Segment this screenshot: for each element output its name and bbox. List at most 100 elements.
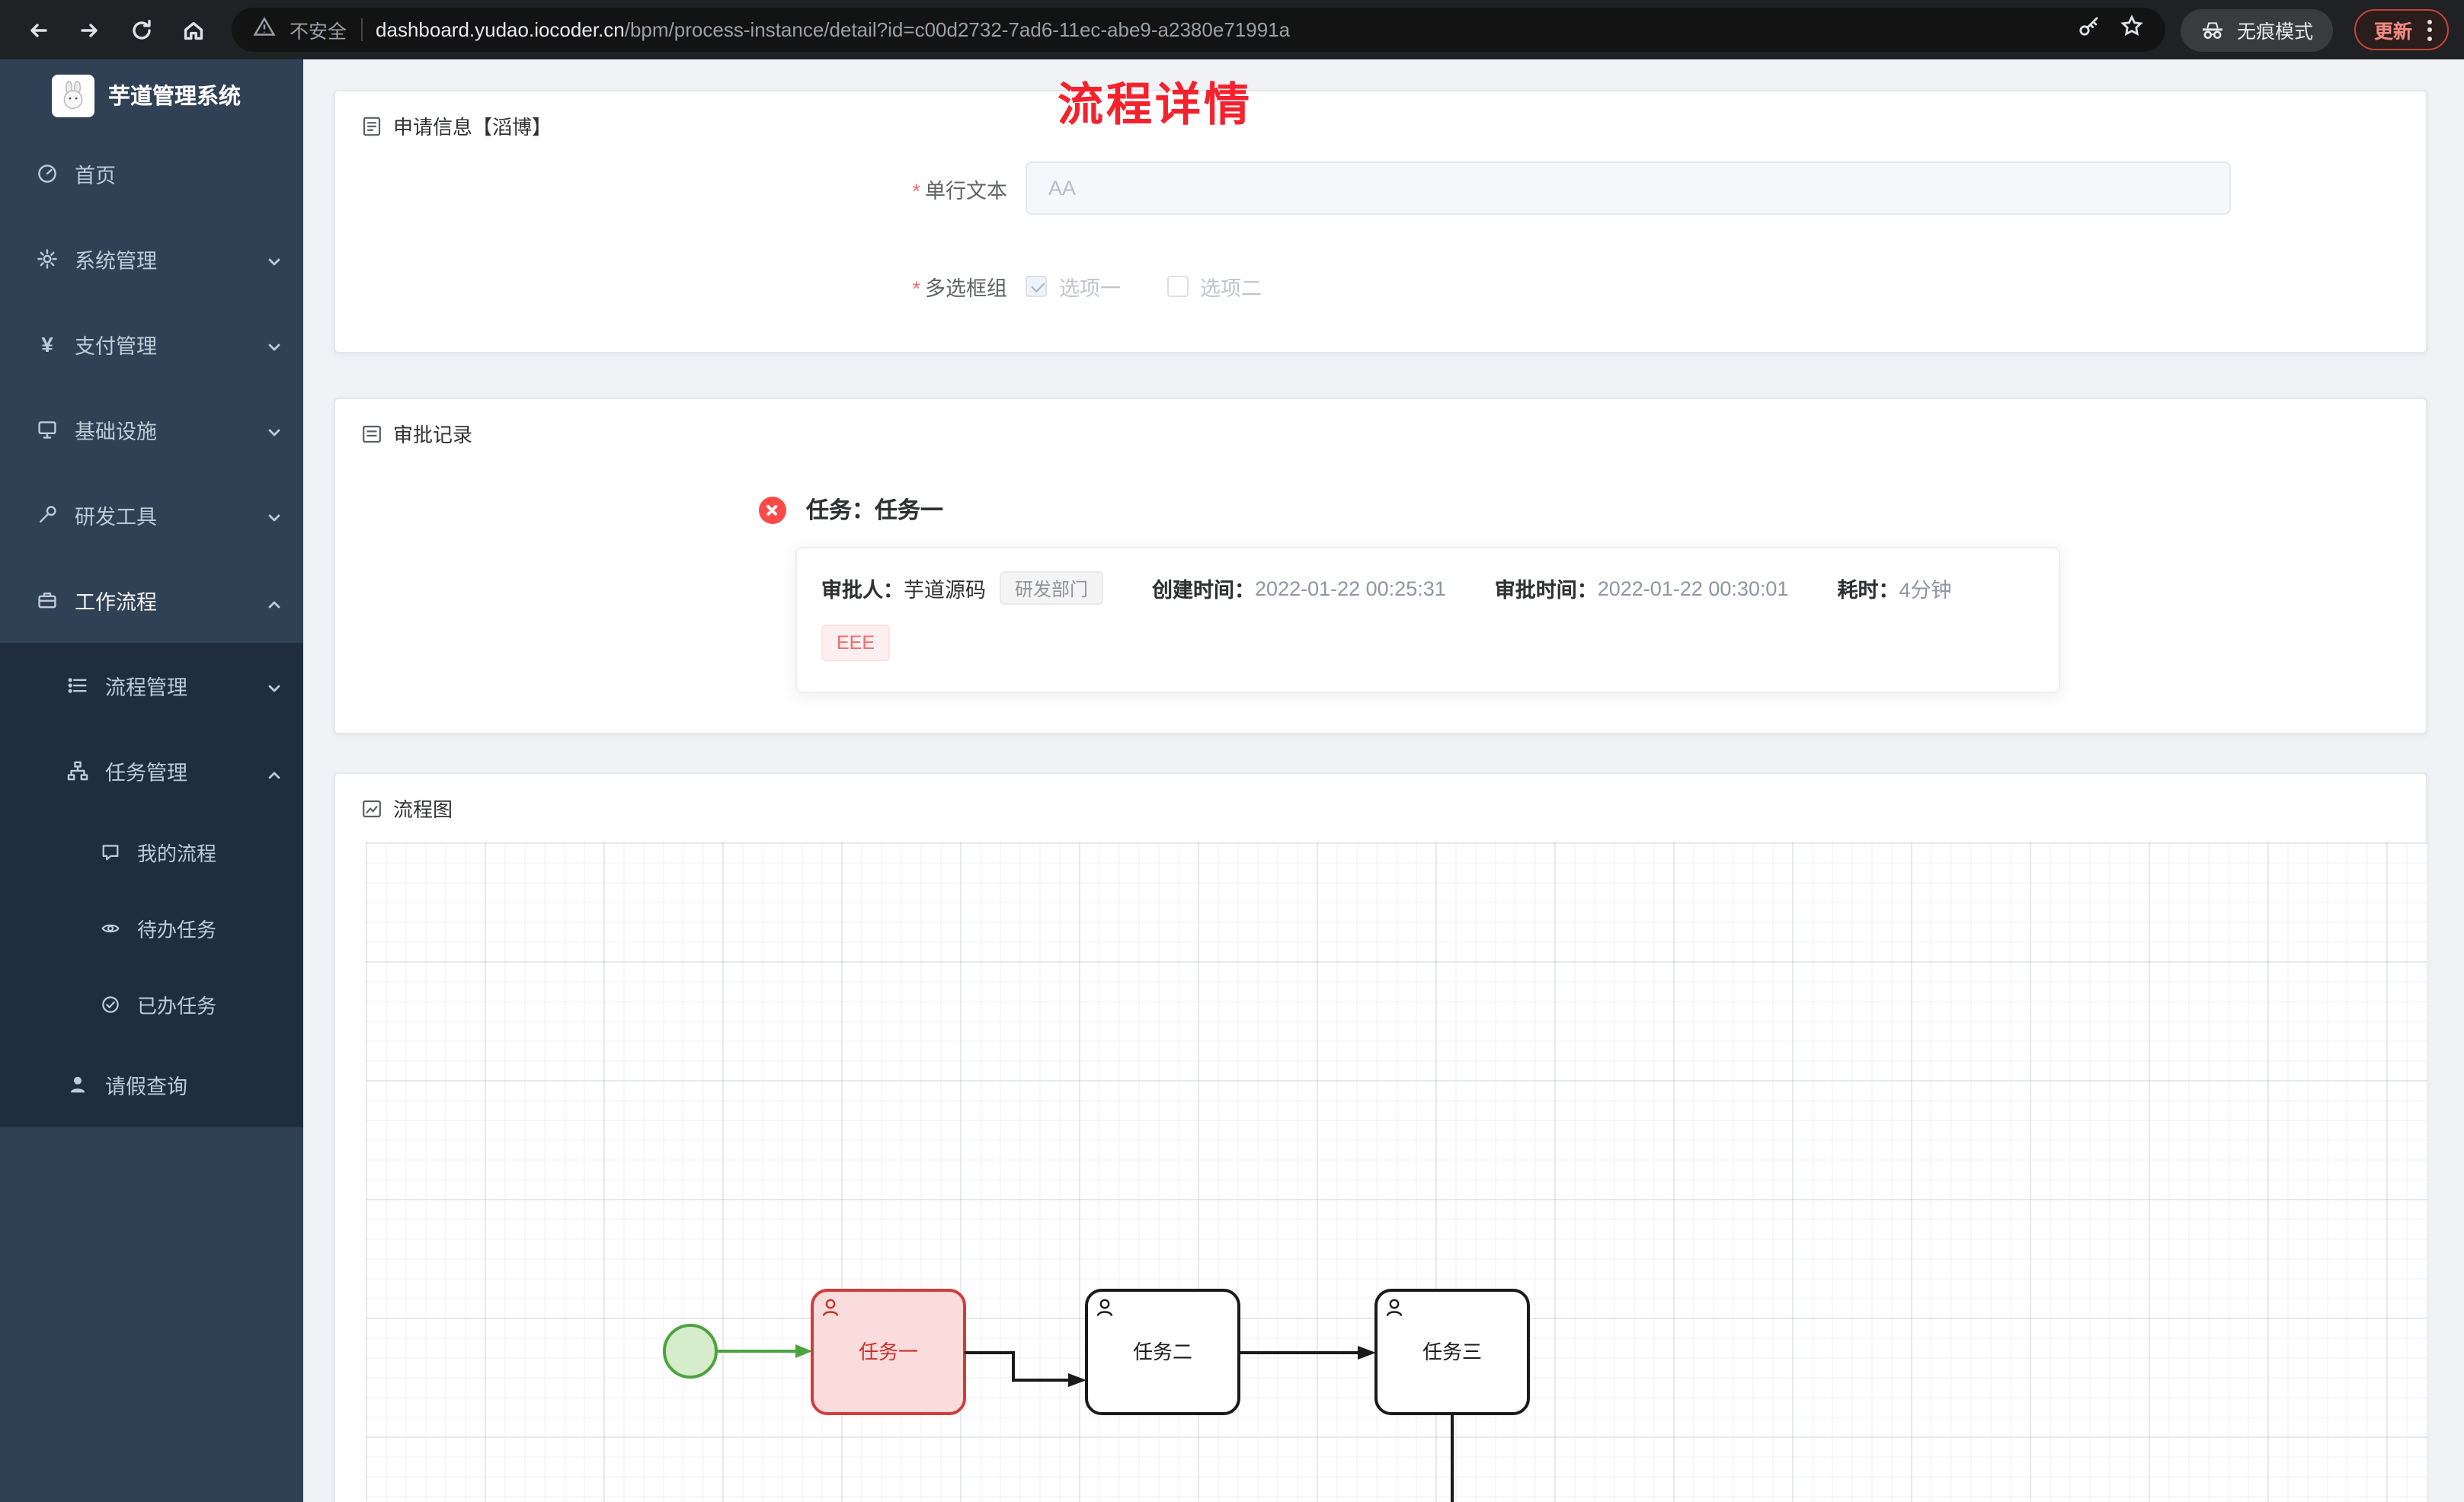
check-circle-icon <box>98 994 122 1014</box>
sidebar-item-process-management[interactable]: 流程管理 <box>0 643 303 728</box>
divider <box>360 18 363 41</box>
bpmn-task-node-3[interactable]: 任务三 <box>1374 1289 1530 1415</box>
text-field-label: *单行文本 <box>912 179 1007 202</box>
back-button[interactable] <box>15 7 61 53</box>
gear-icon <box>35 248 59 270</box>
approver-name: 芋道源码 <box>904 579 986 602</box>
list-icon <box>66 675 90 696</box>
record-icon <box>363 424 381 443</box>
browser-toolbar: 不安全 dashboard.yudao.iocoder.cn/bpm/proce… <box>0 0 2464 59</box>
svg-text:任务一: 任务一 <box>859 1341 918 1363</box>
svg-text:任务二: 任务二 <box>1133 1341 1192 1363</box>
chevron-down-icon <box>267 422 282 445</box>
chevron-down-icon <box>267 678 282 701</box>
home-icon <box>184 21 203 40</box>
document-icon <box>363 116 381 136</box>
create-time-value: 2022-01-22 00:25:31 <box>1255 577 1446 599</box>
security-label: 不安全 <box>290 21 347 43</box>
dashboard-icon <box>35 163 59 184</box>
incognito-label: 无痕模式 <box>2236 21 2313 43</box>
forward-button[interactable] <box>67 7 113 53</box>
chat-icon <box>98 842 122 861</box>
task-title: 任务：任务一 <box>806 498 944 524</box>
wrench-icon <box>35 504 59 526</box>
approve-time-label: 审批时间： <box>1494 579 1598 602</box>
rabbit-logo-icon <box>63 80 83 109</box>
task-rejected-icon <box>759 496 786 523</box>
chevron-down-icon <box>267 507 282 530</box>
sidebar-item-my-process[interactable]: 我的流程 <box>0 813 303 890</box>
approval-record-card: 审批记录 任务：任务一 审批人： 芋道源码 研发部门 创建时间： 2022-01… <box>334 398 2427 734</box>
sidebar-menu: 首页 系统管理 ¥ 支付管理 基础设施 <box>0 131 303 1127</box>
eye-icon <box>98 918 122 938</box>
bpmn-start-event[interactable] <box>663 1324 718 1379</box>
chevron-up-icon <box>267 593 282 615</box>
user-task-icon <box>1096 1299 1113 1316</box>
single-line-text-input[interactable] <box>1026 161 2231 215</box>
incognito-icon <box>2202 21 2222 39</box>
checkbox-unchecked-icon <box>1166 276 1188 297</box>
checkbox-option-1[interactable]: 选项一 <box>1026 271 1121 302</box>
sidebar-item-leave-query[interactable]: 请假查询 <box>0 1042 303 1127</box>
bpmn-arrowhead <box>1358 1346 1376 1360</box>
user-task-icon <box>1386 1299 1403 1316</box>
duration-value: 4分钟 <box>1899 579 1952 602</box>
brand[interactable]: 芋道管理系统 <box>0 59 303 131</box>
page-title: 流程详情 <box>1058 81 1253 131</box>
bpmn-flow-task1-task2 <box>965 1351 1068 1382</box>
incognito-badge: 无痕模式 <box>2180 8 2333 51</box>
brand-name: 芋道管理系统 <box>108 85 241 110</box>
approver-label: 审批人： <box>821 579 904 602</box>
bpmn-canvas[interactable]: 任务一 任务二 <box>366 842 2427 1502</box>
tree-icon <box>66 760 90 781</box>
forward-icon <box>81 23 98 37</box>
sidebar-item-system[interactable]: 系统管理 <box>0 216 303 302</box>
bpmn-task-node-1[interactable]: 任务一 <box>811 1289 966 1415</box>
chrome-update-button[interactable]: 更新 <box>2354 9 2449 50</box>
approve-time-value: 2022-01-22 00:30:01 <box>1597 577 1789 599</box>
approval-card-title: 审批记录 <box>393 423 473 446</box>
back-icon <box>30 23 47 37</box>
refresh-button[interactable] <box>119 7 165 53</box>
update-label: 更新 <box>2373 21 2412 43</box>
home-button[interactable] <box>171 7 216 53</box>
sidebar: 芋道管理系统 首页 系统管理 ¥ 支付管理 <box>0 59 303 1502</box>
sidebar-item-infrastructure[interactable]: 基础设施 <box>0 387 303 472</box>
chevron-down-icon <box>267 251 282 274</box>
password-key-icon[interactable] <box>2077 14 2101 46</box>
address-bar[interactable]: 不安全 dashboard.yudao.iocoder.cn/bpm/proce… <box>232 8 2165 52</box>
monitor-icon <box>35 419 59 440</box>
workflow-submenu: 流程管理 任务管理 我的流程 待办任务 <box>0 643 303 1127</box>
menu-kebab-icon[interactable] <box>2421 13 2438 46</box>
sidebar-item-devtools[interactable]: 研发工具 <box>0 472 303 558</box>
sidebar-item-task-management[interactable]: 任务管理 <box>0 728 303 813</box>
bpmn-task-node-2[interactable]: 任务二 <box>1085 1289 1240 1415</box>
yen-icon: ¥ <box>41 332 53 356</box>
svg-text:任务三: 任务三 <box>1422 1341 1482 1363</box>
required-asterisk: * <box>912 277 920 300</box>
create-time-label: 创建时间： <box>1152 579 1256 602</box>
checkbox-checked-icon <box>1026 276 1047 297</box>
person-icon <box>66 1074 90 1095</box>
bpmn-diagram: 任务一 任务二 <box>663 1289 1530 1502</box>
sidebar-item-workflow[interactable]: 工作流程 <box>0 558 303 643</box>
sidebar-item-payment[interactable]: ¥ 支付管理 <box>0 302 303 387</box>
bpmn-arrowhead <box>1068 1373 1086 1387</box>
chevron-up-icon <box>267 763 282 786</box>
sidebar-item-todo-tasks[interactable]: 待办任务 <box>0 890 303 966</box>
refresh-icon <box>133 18 151 39</box>
comment-tag: EEE <box>821 625 891 661</box>
duration-label: 耗时： <box>1837 579 1899 602</box>
process-diagram-card: 流程图 任务一 <box>334 772 2427 1502</box>
chevron-down-icon <box>267 337 282 360</box>
checkbox-group: 选项一 选项二 <box>1026 271 1262 302</box>
sidebar-item-home[interactable]: 首页 <box>0 131 303 216</box>
required-asterisk: * <box>912 179 920 202</box>
diagram-icon <box>363 799 381 817</box>
sidebar-item-done-tasks[interactable]: 已办任务 <box>0 966 303 1042</box>
checkbox-field-label: *多选框组 <box>912 277 1007 300</box>
bookmark-star-icon[interactable] <box>2120 14 2144 46</box>
url-text: dashboard.yudao.iocoder.cn/bpm/process-i… <box>376 18 2063 41</box>
checkbox-option-2[interactable]: 选项二 <box>1166 271 1262 302</box>
